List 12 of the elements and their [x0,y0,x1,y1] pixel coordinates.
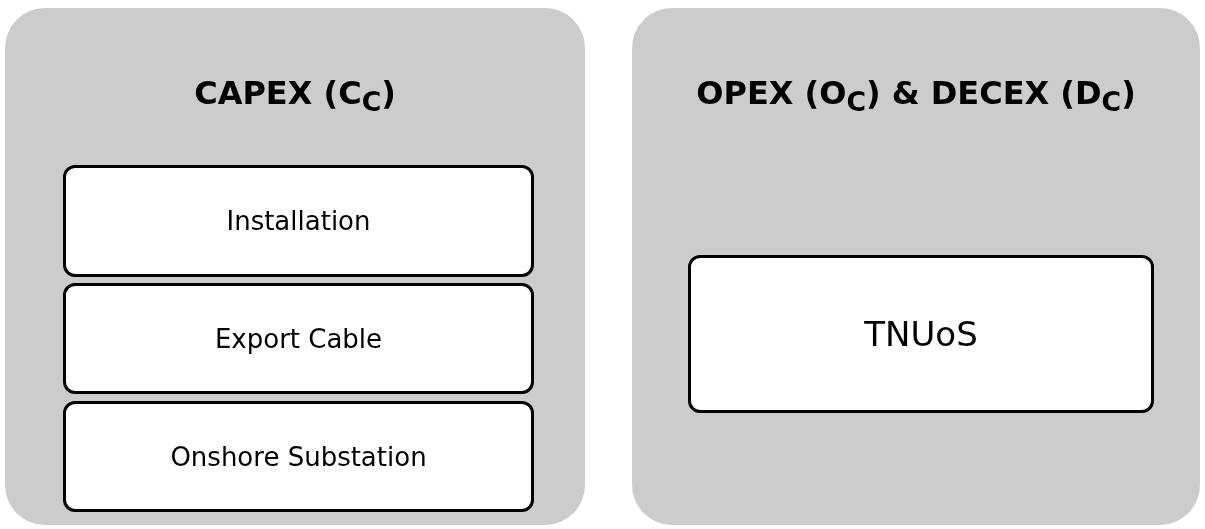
item-label: Installation [226,206,371,236]
item-label: TNUoS [864,314,978,354]
cost-item-box [63,401,534,512]
group-title: CAPEX (C$_{C}$) [193,74,397,118]
cost-item-box [688,255,1154,413]
cost-item-box [63,283,534,394]
item-label: Export Cable [214,323,383,354]
cost-item-box [63,165,534,277]
group-title: OPEX (O$_{C}$) & DECEX (D$_{C}$) [695,74,1137,118]
item-label: Onshore Substation [170,441,427,472]
cost-group-panel [5,8,585,525]
cost-group-panel [632,8,1200,525]
